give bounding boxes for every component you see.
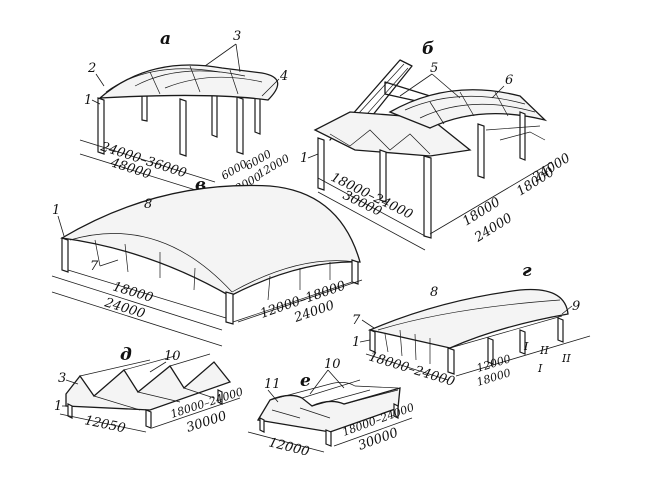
- figure-d: д 10 3 1 12050 18000–24000 30000: [54, 345, 245, 437]
- roof-arch-line: [105, 68, 221, 93]
- callout-8-g: 8: [430, 285, 438, 300]
- column: [557, 317, 564, 343]
- figure-label-v: в: [195, 175, 206, 195]
- roman-II-bottom: II: [561, 352, 571, 365]
- callout-9: 9: [572, 299, 580, 314]
- callout-1-d: 1: [54, 399, 62, 414]
- roof-panel-line: [189, 65, 201, 93]
- figure-label-g: г: [522, 261, 532, 281]
- column: [61, 237, 69, 273]
- column: [97, 97, 105, 155]
- column: [259, 417, 265, 433]
- column: [317, 137, 325, 191]
- callout-7: 7: [90, 259, 99, 274]
- roman-II-top: II: [539, 344, 549, 357]
- arched-roof: [98, 64, 279, 101]
- folded-roof: [65, 361, 232, 411]
- callout-6: 6: [505, 73, 513, 88]
- figure-g: г 8 9 7 1 18000–24000 12000 18000 II I I…: [352, 261, 591, 390]
- crane-boom: [329, 59, 413, 147]
- figure-a: а 2 1 3 4 24000–36000 48000 6000 6000 12…: [79, 29, 292, 199]
- truss-web: [329, 129, 431, 155]
- column: [477, 123, 485, 179]
- figure-e: е 11 10 12000 18000–24000 30000: [247, 357, 416, 460]
- figure-label-d: д: [120, 345, 132, 365]
- roof-arch-line: [164, 76, 263, 89]
- callout-2: 2: [87, 61, 96, 76]
- callout-1: 1: [84, 93, 92, 108]
- column: [325, 429, 332, 447]
- roof-panel-line: [149, 71, 161, 95]
- callout-8: 8: [144, 197, 152, 212]
- column: [211, 89, 218, 138]
- column: [447, 347, 455, 375]
- dim-d-span: 12050: [83, 413, 127, 436]
- column: [145, 409, 152, 429]
- column: [393, 403, 399, 419]
- roof-panel-line: [229, 69, 239, 95]
- column: [369, 329, 376, 353]
- column: [423, 155, 432, 239]
- dim-g-span: 18000–24000: [367, 349, 457, 389]
- column: [519, 329, 526, 355]
- shell-roof: [60, 184, 361, 297]
- figure-b: б 5 6 1 18000–24000 30000 18000 24000 18…: [300, 39, 573, 251]
- callout-1-b: 1: [300, 151, 308, 166]
- roman-I-top: I: [523, 340, 529, 353]
- callout-10-e: 10: [324, 357, 341, 372]
- column: [379, 149, 387, 203]
- column: [351, 259, 359, 285]
- callout-1-g: 1: [352, 335, 360, 350]
- figure-label-b: б: [422, 39, 434, 59]
- callout-4: 4: [279, 69, 288, 84]
- figure-label-e: е: [300, 371, 311, 391]
- column: [67, 403, 73, 419]
- column: [236, 96, 244, 155]
- arched-roof: [367, 288, 569, 349]
- callout-10-d: 10: [164, 349, 181, 364]
- column: [487, 337, 494, 365]
- callout-1-v: 1: [52, 203, 60, 218]
- figure-label-a: а: [160, 29, 171, 49]
- callout-3-d: 3: [58, 371, 66, 386]
- column: [519, 111, 526, 161]
- callout-7-g: 7: [352, 313, 361, 328]
- callout-11: 11: [264, 377, 281, 392]
- roman-I-bottom: I: [537, 362, 543, 375]
- column: [179, 98, 187, 157]
- figure-v: в 8 1 7 18000 24000 12000–18000 24000: [51, 175, 363, 347]
- callout-3: 3: [233, 29, 241, 44]
- dim-e-span: 12000: [267, 435, 311, 460]
- callout-5: 5: [430, 61, 438, 76]
- column: [225, 291, 234, 325]
